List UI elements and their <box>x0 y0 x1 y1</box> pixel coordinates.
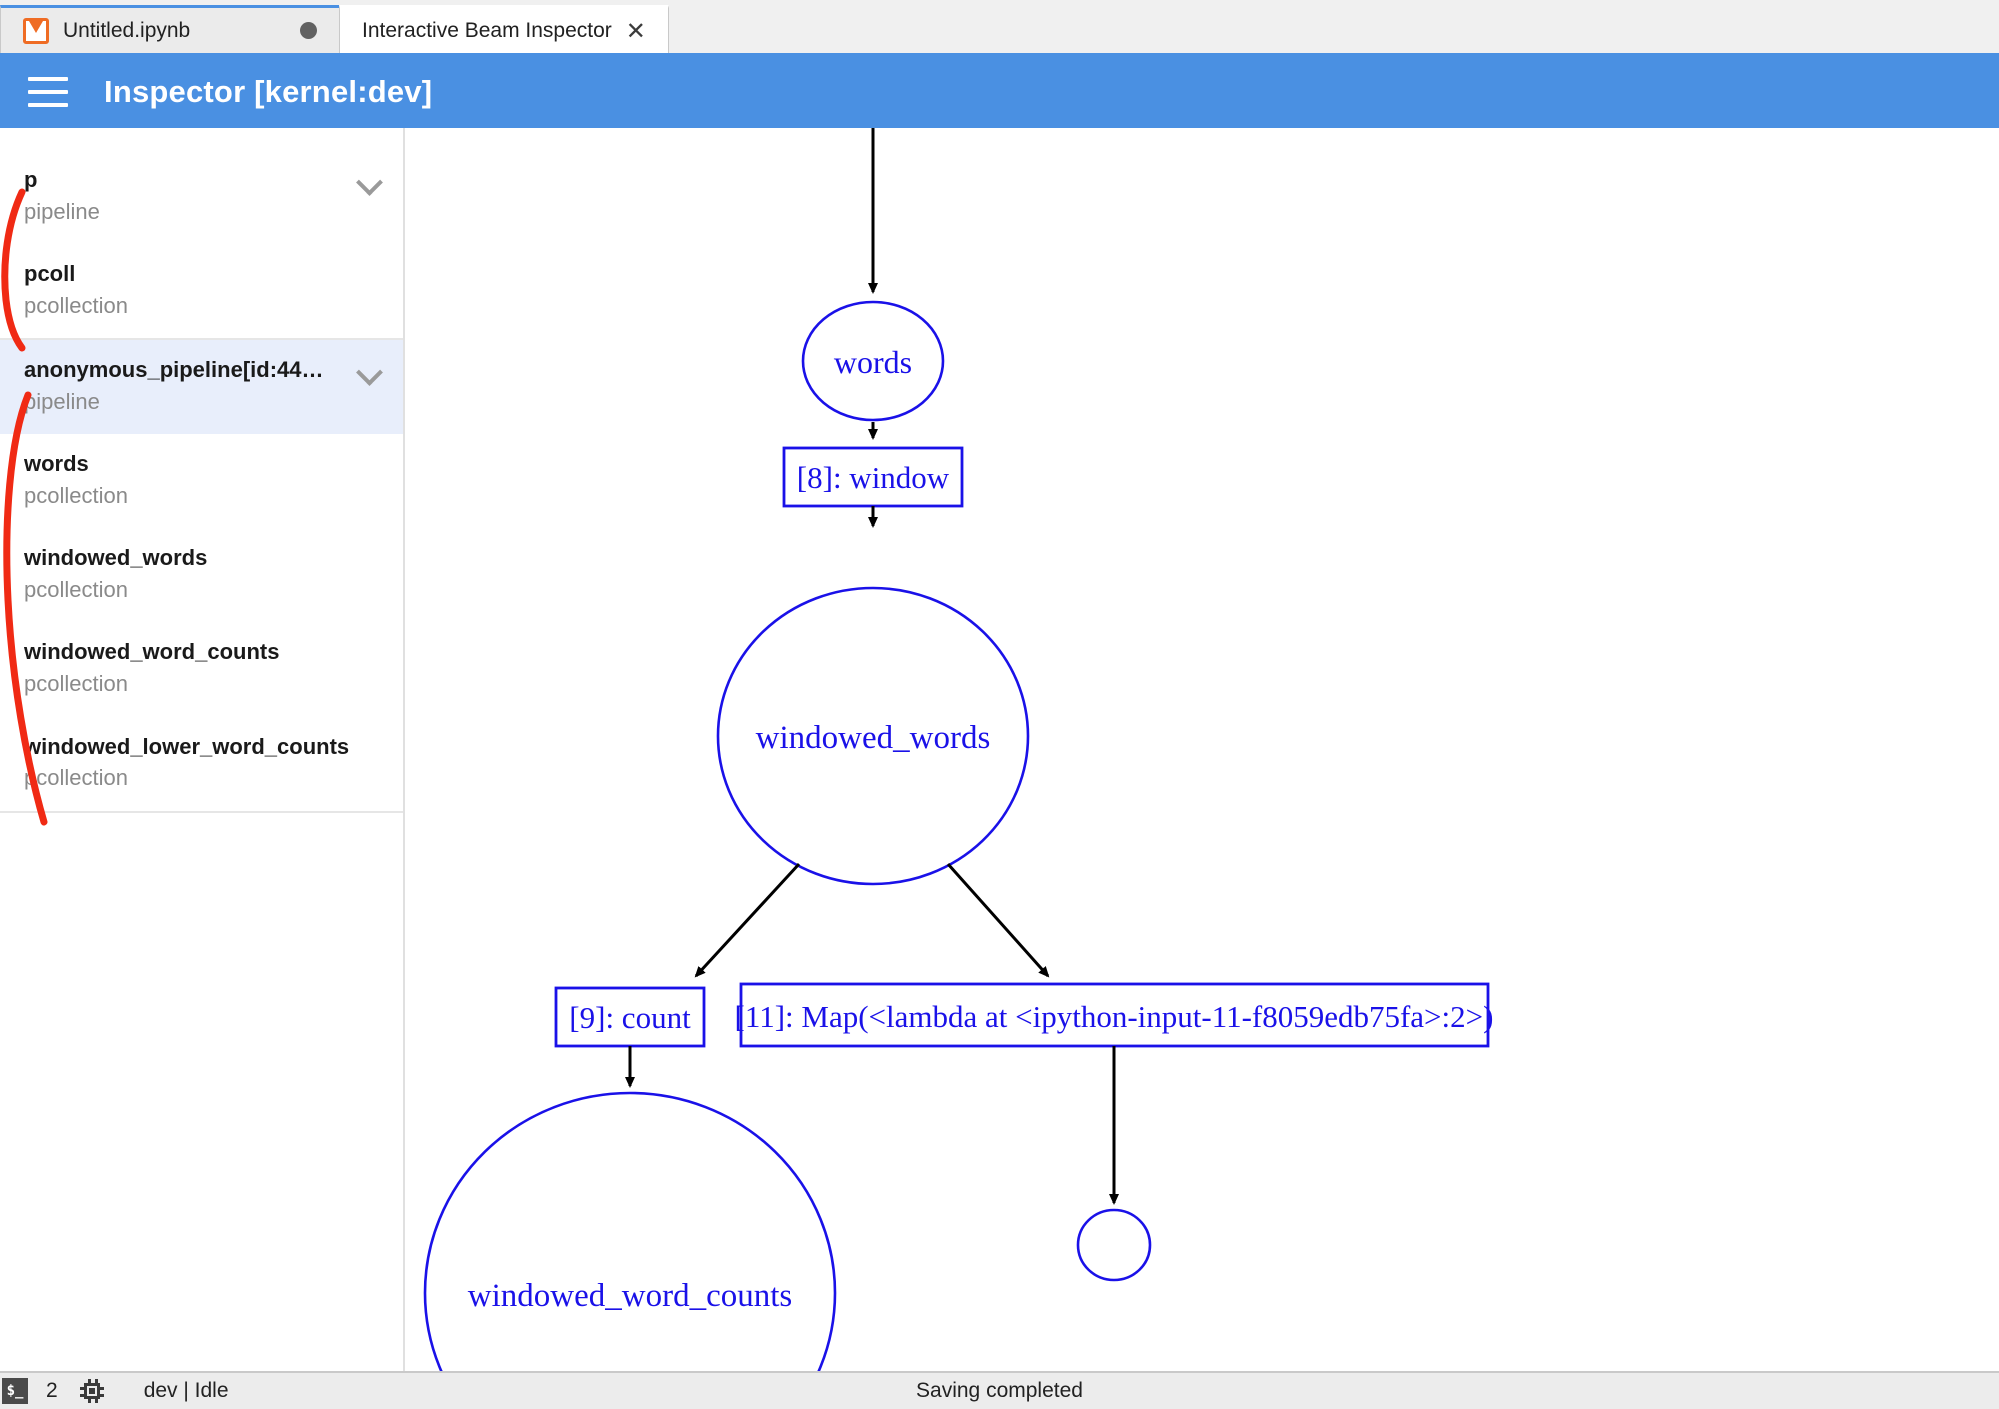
graph-node-label: [11]: Map(<lambda at <ipython-input-11-f… <box>735 999 1494 1034</box>
graph-node-label: windowed_words <box>756 720 991 756</box>
cpu-chip-icon[interactable] <box>79 1379 104 1403</box>
sidebar-item-anonymous-pipeline[interactable]: anonymous_pipeline[id:44516… pipeline <box>0 340 403 435</box>
graph-node-label: [9]: count <box>569 1000 691 1035</box>
sidebar-item-label: words <box>24 451 89 477</box>
sidebar-item-label: p <box>24 167 38 192</box>
saving-status: Saving completed <box>916 1379 1083 1402</box>
tab-label: Interactive Beam Inspector <box>362 18 612 42</box>
chevron-down-icon[interactable] <box>357 362 383 378</box>
hamburger-icon[interactable] <box>28 77 68 107</box>
sidebar-item-label: anonymous_pipeline[id:44516… <box>24 357 324 383</box>
sidebar-item-windowed-lower-word-counts[interactable]: windowed_lower_word_counts pcollection <box>0 717 403 811</box>
graph-node-label: words <box>834 344 912 380</box>
sidebar-item-type: pipeline <box>24 388 100 414</box>
unsaved-indicator-icon[interactable] <box>300 22 317 39</box>
kernel-status[interactable]: dev | Idle <box>143 1379 229 1402</box>
sidebar-item-label: windowed_lower_word_counts <box>24 733 350 759</box>
graph-node-map-lambda[interactable]: [11]: Map(<lambda at <ipython-input-11-f… <box>735 982 1494 1048</box>
graph-node-label: [8]: window <box>797 460 950 495</box>
inspectables-sidebar[interactable]: p pipeline pcoll pcollection anonymous_p… <box>0 128 405 1371</box>
sidebar-item-label: pcoll <box>24 261 76 287</box>
graph-node-count[interactable]: [9]: count <box>554 986 706 1048</box>
graph-node-words[interactable]: words <box>801 300 945 422</box>
edge-windowed-words-to-map <box>946 863 1050 978</box>
graph-node-label: windowed_word_counts <box>468 1278 792 1314</box>
sidebar-item-type: pcollection <box>24 670 128 696</box>
close-icon[interactable]: ✕ <box>625 16 646 45</box>
sidebar-item-type: pcollection <box>24 482 128 508</box>
sidebar-item-type: pipeline <box>24 198 100 224</box>
sidebar-item-type: pcollection <box>24 576 128 602</box>
graph-node-windowed-words[interactable]: windowed_words <box>716 586 1030 886</box>
sidebar-group-divider <box>0 338 403 341</box>
tab-interactive-beam-inspector[interactable]: Interactive Beam Inspector ✕ <box>339 5 669 53</box>
page-title: Inspector [kernel:dev] <box>104 74 433 109</box>
pipeline-graph-canvas[interactable]: words [8]: window windowed_words <box>407 128 1999 1371</box>
tab-untitled-ipynb[interactable]: Untitled.ipynb <box>0 5 340 53</box>
graph-node-window[interactable]: [8]: window <box>782 446 964 508</box>
workspace: p pipeline pcoll pcollection anonymous_p… <box>0 128 1999 1371</box>
terminal-icon[interactable]: $_ <box>2 1378 28 1404</box>
notebook-icon <box>23 17 49 44</box>
sidebar-item-words[interactable]: words pcollection <box>0 434 403 528</box>
tab-label: Untitled.ipynb <box>63 18 191 42</box>
sidebar-item-type: pcollection <box>24 292 128 318</box>
sidebar-group-divider <box>0 810 403 813</box>
sidebar-item-type: pcollection <box>24 765 128 791</box>
tab-bar: Untitled.ipynb Interactive Beam Inspecto… <box>0 0 1999 56</box>
sidebar-item-windowed-words[interactable]: windowed_words pcollection <box>0 528 403 622</box>
status-bar: $_ 2 dev | Idle Saving completed <box>0 1371 1999 1409</box>
app-header: Inspector [kernel:dev] <box>0 56 1999 128</box>
sidebar-item-windowed-word-counts[interactable]: windowed_word_counts pcollection <box>0 622 403 716</box>
edge-windowed-words-to-count <box>694 862 801 978</box>
sidebar-item-pcoll[interactable]: pcoll pcollection <box>0 244 403 338</box>
terminal-count: 2 <box>46 1379 58 1402</box>
sidebar-item-label: windowed_word_counts <box>24 639 280 665</box>
graph-node-lower-out[interactable] <box>1076 1208 1152 1282</box>
graph-node-windowed-word-counts[interactable]: windowed_word_counts <box>423 1091 837 1371</box>
chevron-down-icon[interactable] <box>357 172 383 188</box>
sidebar-item-label: windowed_words <box>24 545 208 571</box>
sidebar-item-p[interactable]: p pipeline <box>0 150 403 244</box>
